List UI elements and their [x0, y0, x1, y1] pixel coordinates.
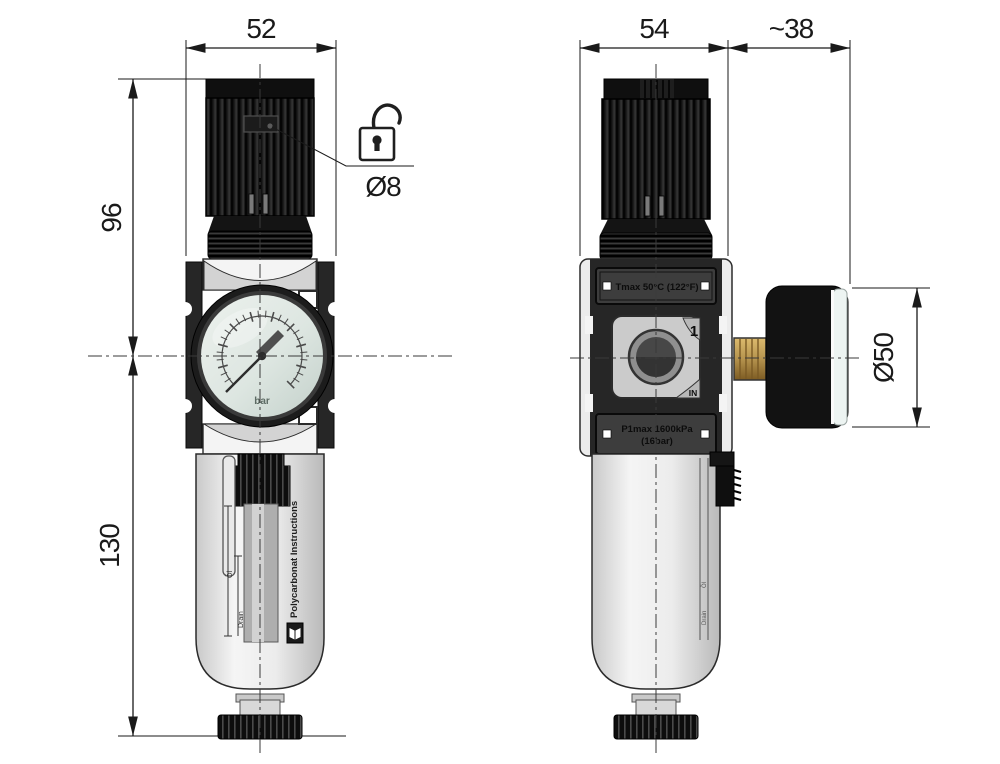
port-number-plate	[682, 317, 701, 341]
sight-label-drain: Drain	[238, 611, 245, 628]
knob-clip	[644, 195, 651, 217]
body-corner-cut	[719, 316, 727, 334]
filter-bowl-side: Öl Drain	[591, 451, 742, 740]
gauge-needle-counterweight	[256, 330, 284, 358]
dimension-label-130: 130	[94, 524, 125, 568]
front-view: 52 96 130	[88, 13, 452, 757]
mounting-notch	[328, 302, 342, 316]
port-number-label: 1	[690, 323, 698, 340]
padlock-open-icon	[358, 103, 402, 162]
knob-lock-recess	[243, 115, 279, 133]
dimension-label-d8: Ø8	[365, 171, 401, 202]
latch-teeth	[733, 468, 742, 502]
body-top-shade	[203, 260, 317, 291]
side-view: 54 ~38	[570, 13, 930, 757]
body-corner-cut	[585, 316, 593, 334]
band-screw	[700, 281, 710, 291]
tmax-label: Tmax 50°C (122°F)	[615, 282, 698, 293]
gauge-unit-label: bar	[254, 396, 270, 407]
knob-clip	[248, 193, 255, 215]
gauge-needle	[225, 357, 261, 393]
side-sight-label-oil: Öl	[701, 582, 708, 588]
dimension-label-38: ~38	[769, 13, 814, 44]
mounting-notch	[328, 399, 342, 413]
dimension-label-54: 54	[639, 13, 669, 44]
instructions-book-icon	[286, 622, 304, 644]
gauge-face-edge	[832, 288, 848, 426]
port-in-plate	[674, 377, 701, 399]
element-holder-knurl	[232, 466, 290, 506]
side-sight-label-drain: Drain	[702, 611, 708, 625]
band-screw	[700, 429, 710, 439]
knob-clip	[262, 193, 269, 215]
knob-cap-slits	[644, 80, 670, 98]
body-corner-cut	[719, 394, 727, 412]
padlock-keyhole-slot	[374, 141, 380, 151]
padlock-shackle	[371, 103, 402, 130]
band-screw	[602, 281, 612, 291]
brass-ridges	[739, 339, 759, 379]
dimension-label-d50: Ø50	[868, 333, 899, 383]
band-screw	[602, 429, 612, 439]
bowl-latch	[715, 465, 735, 507]
pressure-gauge-front: bar	[190, 284, 334, 428]
port-in-label: IN	[689, 388, 698, 398]
mounting-notch	[178, 399, 192, 413]
pressure-gauge-side	[733, 285, 849, 429]
sight-label-oil: Öl	[226, 571, 234, 578]
book-icon-glyph	[289, 628, 301, 640]
gauge-brass-fitting	[733, 337, 767, 381]
bowl-latch-top	[709, 451, 735, 467]
dimension-label-96: 96	[96, 203, 127, 233]
gauge-housing	[765, 285, 849, 429]
leader-line	[271, 126, 414, 167]
filter-element-highlight	[252, 504, 264, 642]
body-corner-cut	[585, 394, 593, 412]
sight-tube	[222, 455, 236, 577]
bowl-print-text: Polycarbonat Instructions	[289, 501, 300, 618]
element-holder-top	[237, 453, 285, 469]
p1max-label-line1: P1max 1600kPa	[621, 424, 693, 435]
mounting-notch	[178, 302, 192, 316]
dimension-label-52: 52	[246, 13, 276, 44]
gauge-face-line	[831, 290, 834, 424]
p1max-label-line2: (16bar)	[641, 436, 673, 447]
knob-clip	[658, 195, 665, 217]
lock-hole	[267, 123, 273, 129]
